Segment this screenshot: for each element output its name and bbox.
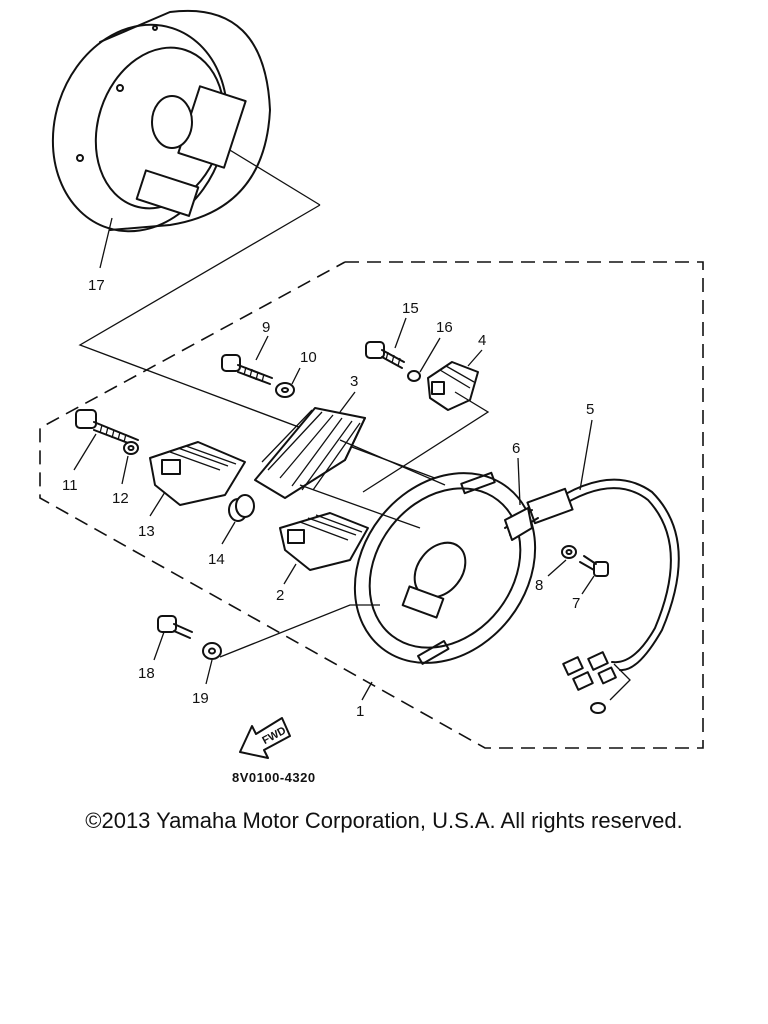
- callout-number: 17: [88, 277, 105, 294]
- callout-3: 3: [339, 373, 358, 413]
- callout-10: 10: [291, 349, 317, 385]
- leader-line: [219, 604, 380, 658]
- callout-11: 11: [62, 433, 97, 494]
- callout-number: 8: [535, 577, 543, 594]
- callout-number: 11: [62, 477, 78, 494]
- callout-18: 18: [138, 631, 165, 682]
- drawing-code: 8V0100-4320: [232, 770, 316, 785]
- callout-number: 10: [300, 349, 317, 366]
- forward-arrow-icon: FWD: [239, 717, 291, 759]
- washer-19: [202, 642, 222, 660]
- washer-12: [123, 441, 139, 455]
- exploded-parts-diagram: 17 9 10 15 16 4 3 5 6 11 12 13: [39, 9, 704, 785]
- callout-number: 14: [208, 551, 225, 568]
- callout-number: 3: [350, 373, 358, 390]
- callout-9: 9: [255, 319, 270, 361]
- washer-8: [561, 545, 577, 559]
- washer-10: [275, 382, 295, 398]
- callout-number: 6: [512, 440, 520, 457]
- callout-2: 2: [276, 563, 297, 604]
- coil-4: [427, 361, 479, 411]
- callout-number: 2: [276, 587, 284, 604]
- collar-14: [228, 494, 255, 522]
- connector-plugs: [562, 651, 631, 714]
- assembly-boundary: [39, 261, 704, 749]
- callout-7: 7: [572, 575, 595, 612]
- callout-number: 5: [586, 401, 594, 418]
- callout-number: 9: [262, 319, 270, 336]
- callout-6: 6: [512, 440, 521, 506]
- callout-number: 15: [402, 300, 419, 317]
- callout-4: 4: [467, 332, 486, 367]
- callout-number: 7: [572, 595, 580, 612]
- stator-base-plate: [353, 471, 537, 665]
- washer-16: [407, 370, 421, 382]
- callout-16: 16: [419, 319, 453, 373]
- screw-18: [157, 615, 193, 639]
- coil-2: [279, 512, 369, 571]
- copyright-notice: ©2013 Yamaha Motor Corporation, U.S.A. A…: [85, 808, 683, 833]
- callout-12: 12: [112, 455, 129, 507]
- screw-15: [365, 341, 405, 369]
- callout-19: 19: [192, 659, 213, 707]
- callout-13: 13: [138, 491, 166, 540]
- screw-7: [579, 555, 609, 577]
- leader-line: [299, 484, 421, 529]
- flywheel-rotor: [51, 9, 271, 233]
- callout-number: 12: [112, 490, 129, 507]
- callout-5: 5: [579, 401, 594, 491]
- callout-number: 18: [138, 665, 155, 682]
- callout-8: 8: [535, 559, 567, 594]
- callout-14: 14: [208, 521, 236, 568]
- wire-clamp: [504, 507, 533, 541]
- callout-number: 19: [192, 690, 209, 707]
- callout-17: 17: [88, 217, 113, 294]
- leader-line: [339, 439, 446, 486]
- leader-line: [362, 391, 490, 493]
- screw-11: [75, 409, 139, 447]
- callout-1: 1: [356, 681, 373, 720]
- coil-13: [149, 441, 246, 506]
- screw-9: [221, 354, 273, 385]
- callout-number: 4: [478, 332, 486, 349]
- callout-number: 16: [436, 319, 453, 336]
- callout-number: 13: [138, 523, 155, 540]
- coil-3: [254, 407, 366, 499]
- wire-harness: [504, 478, 680, 714]
- callout-number: 1: [356, 703, 364, 720]
- callout-15: 15: [394, 300, 419, 349]
